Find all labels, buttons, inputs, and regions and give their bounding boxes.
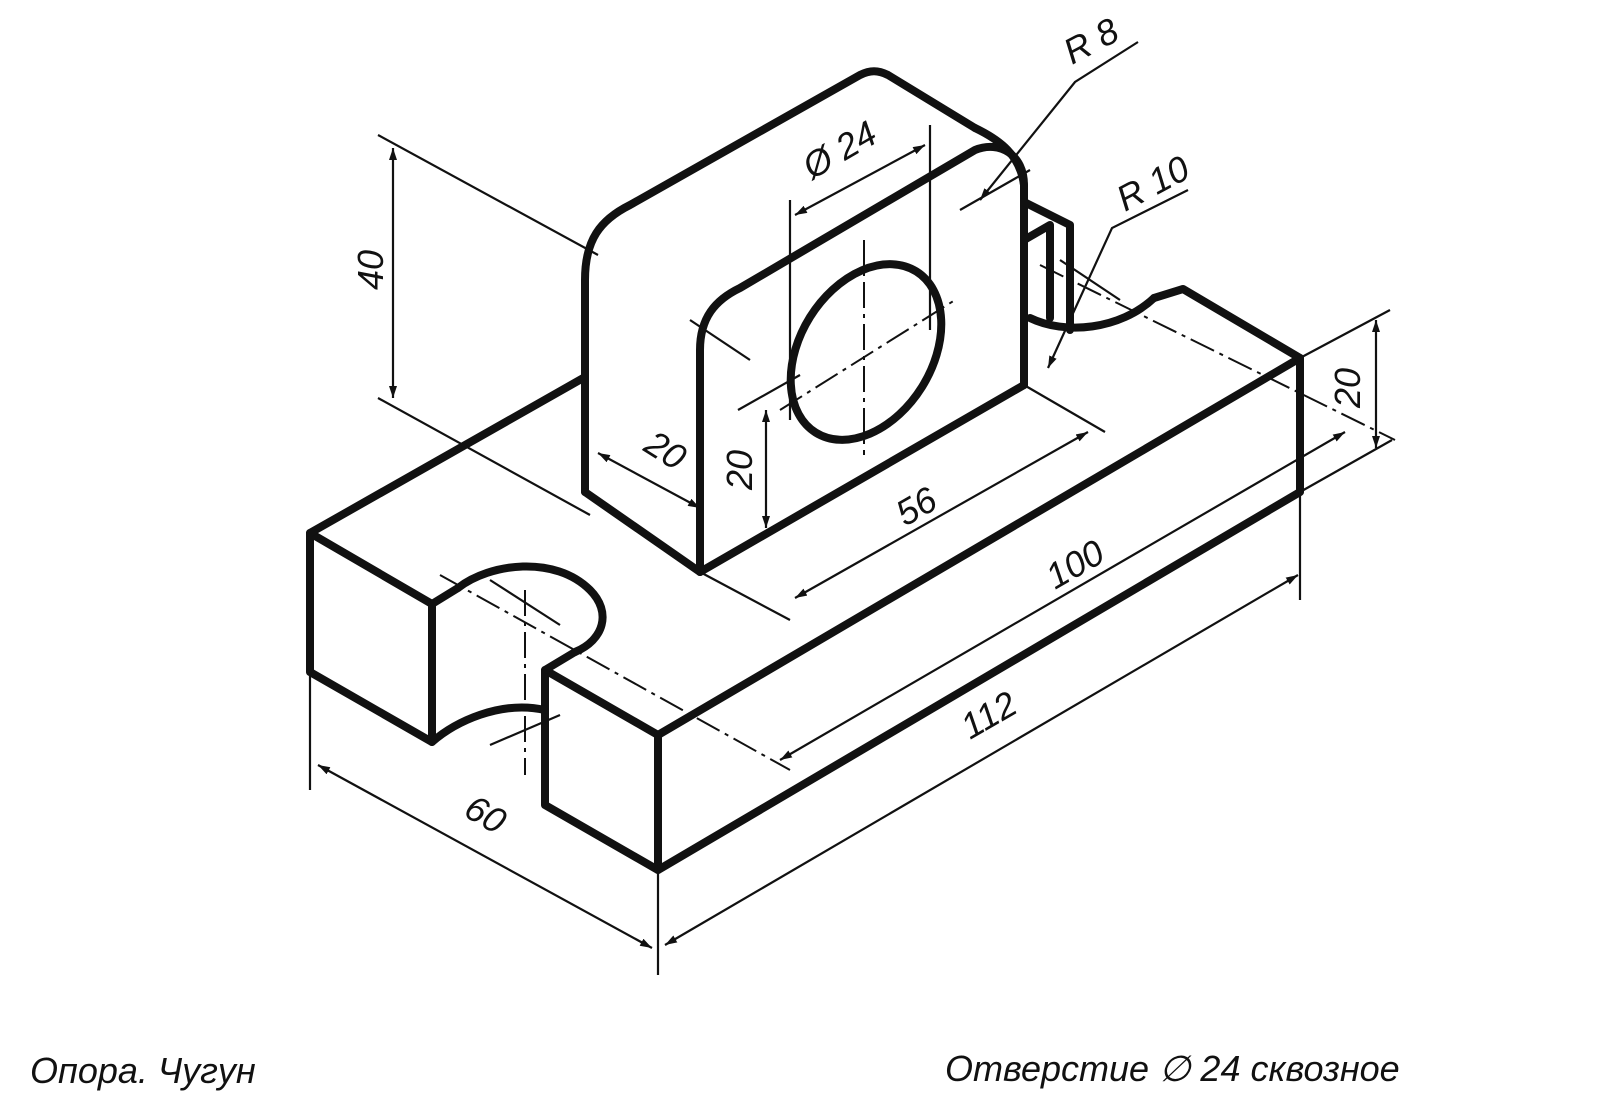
dim-20-hole-ext bbox=[737, 374, 801, 411]
dim-112-line bbox=[664, 574, 1299, 946]
hole-centerline-horizontal bbox=[779, 299, 956, 411]
base-u-slot-top-arc bbox=[454, 562, 607, 656]
upright-left-top-outline bbox=[581, 67, 979, 496]
part-name-caption: Опора. Чугун bbox=[30, 1050, 256, 1091]
slot-centerline-long bbox=[439, 574, 791, 771]
dim-20-hole-label: 20 bbox=[719, 450, 760, 491]
dim-60-label: 60 bbox=[458, 786, 513, 842]
dim-20-base-label: 20 bbox=[1327, 368, 1368, 409]
dim-r8-label: R 8 bbox=[1057, 10, 1126, 73]
dim-56-ext-right bbox=[1023, 384, 1106, 433]
slot-center-tick-bottom bbox=[489, 713, 561, 747]
base-right-prong-front-face bbox=[541, 666, 662, 874]
dimension-lines bbox=[308, 41, 1393, 975]
dim-20-base-ext-bottom bbox=[1299, 439, 1393, 493]
upright-bottom-edge bbox=[581, 381, 1028, 576]
dim-r10-leader bbox=[1046, 189, 1189, 369]
upright-r8-fillet-edge bbox=[971, 124, 1028, 189]
dim-20-base-ext-top bbox=[1299, 309, 1391, 359]
dim-d24-label: Ø 24 bbox=[795, 112, 884, 187]
dim-20-thickness-label: 20 bbox=[637, 421, 694, 478]
slot-center-tick-top bbox=[489, 579, 561, 626]
dim-40-ext-top bbox=[377, 134, 599, 256]
base-top-back-right-edge bbox=[1150, 285, 1304, 362]
base-slot-left-top-edge bbox=[428, 584, 462, 608]
back-slot-centerline bbox=[1039, 264, 1396, 441]
dim-20-arc-tick bbox=[689, 319, 751, 361]
base-front-right-face bbox=[654, 354, 1304, 874]
dim-d24-line bbox=[794, 144, 926, 216]
dim-r10-tick bbox=[1059, 259, 1121, 301]
base-left-prong-front-face bbox=[306, 529, 436, 746]
base-slot-right-top-edge bbox=[541, 648, 579, 674]
dim-56-ext-left bbox=[699, 571, 791, 621]
center-lines bbox=[439, 240, 1396, 775]
dim-40-label: 40 bbox=[350, 250, 391, 290]
upright-back-step-inner bbox=[1020, 221, 1054, 322]
base-u-slot-bottom-arc bbox=[428, 703, 549, 746]
dim-56-label: 56 bbox=[889, 478, 945, 534]
dim-r8-tick bbox=[959, 169, 1031, 211]
dim-20-thickness-line bbox=[597, 452, 701, 509]
hole-note-caption: Отверстие ∅ 24 сквозное bbox=[945, 1048, 1400, 1089]
dim-100-label: 100 bbox=[1039, 531, 1112, 597]
dim-60-line bbox=[317, 764, 653, 949]
dim-40-ext-bottom bbox=[377, 397, 591, 516]
base-back-slot-arc bbox=[1026, 294, 1158, 332]
base-block bbox=[306, 285, 1304, 874]
upright-back-step bbox=[1020, 198, 1074, 334]
base-top-back-left-edge bbox=[306, 373, 589, 537]
dim-r8-leader bbox=[979, 41, 1139, 201]
